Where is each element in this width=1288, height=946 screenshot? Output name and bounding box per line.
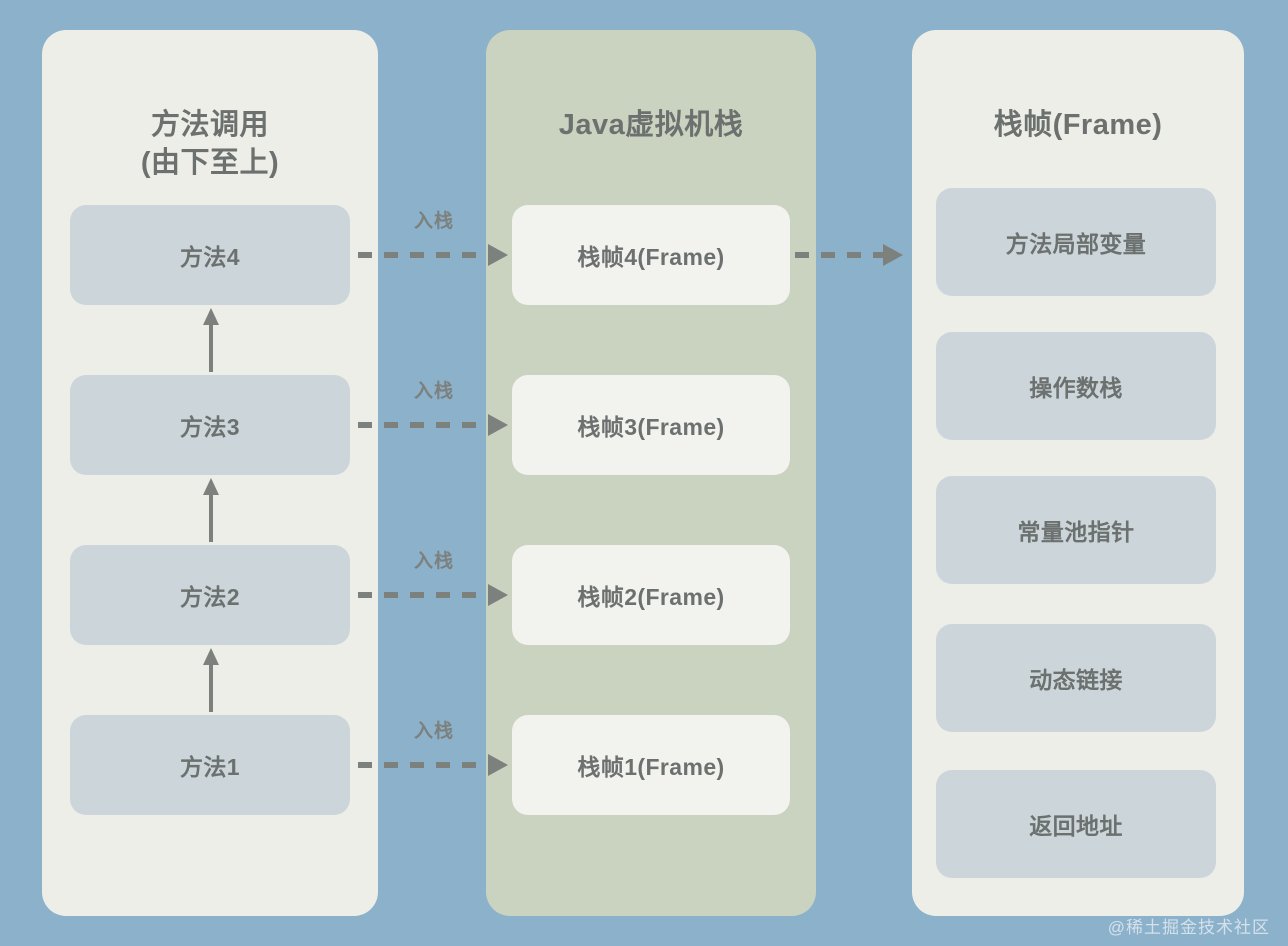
arrow-head-right-icon — [488, 754, 508, 776]
call-order-arrow-up-3 — [202, 308, 220, 372]
panel-method-call-title: 方法调用 (由下至上) — [42, 106, 378, 183]
arrow-head-right-icon — [883, 244, 903, 266]
frame-expand-arrow — [795, 244, 910, 266]
method-box-3[interactable]: 方法3 — [70, 375, 350, 475]
panel-frame-detail-title: 栈帧(Frame) — [912, 106, 1244, 144]
dashed-line — [795, 252, 883, 258]
push-arrow-4-label: 入栈 — [413, 211, 454, 232]
method-box-4[interactable]: 方法4 — [70, 205, 350, 305]
arrow-shaft — [209, 662, 213, 712]
dashed-line — [358, 762, 488, 768]
push-arrow-1-label: 入栈 — [413, 721, 454, 742]
call-order-arrow-up-1 — [202, 648, 220, 712]
frame-part-local-variables[interactable]: 方法局部变量 — [936, 188, 1216, 296]
method-box-2[interactable]: 方法2 — [70, 545, 350, 645]
dashed-line — [358, 422, 488, 428]
push-arrow-4: 入栈 — [358, 211, 510, 266]
dashed-line — [358, 592, 488, 598]
arrow-head-right-icon — [488, 414, 508, 436]
frame-part-dynamic-linking[interactable]: 动态链接 — [936, 624, 1216, 732]
arrow-shaft — [209, 492, 213, 542]
stack-frame-box-2[interactable]: 栈帧2(Frame) — [512, 545, 790, 645]
push-arrow-2: 入栈 — [358, 551, 510, 606]
dashed-line — [358, 252, 488, 258]
panel-jvm-stack-title-line1: Java虚拟机栈 — [558, 109, 744, 141]
push-arrow-3-label: 入栈 — [413, 381, 454, 402]
arrow-head-up-icon — [203, 308, 219, 325]
frame-part-operand-stack[interactable]: 操作数栈 — [936, 332, 1216, 440]
panel-method-call-title-line1: 方法调用 — [150, 109, 269, 141]
stack-frame-box-4[interactable]: 栈帧4(Frame) — [512, 205, 790, 305]
watermark: @稀土掘金技术社区 — [1107, 918, 1270, 937]
push-arrow-2-label: 入栈 — [413, 551, 454, 572]
push-arrow-1: 入栈 — [358, 721, 510, 776]
stack-frame-box-1[interactable]: 栈帧1(Frame) — [512, 715, 790, 815]
arrow-shaft — [209, 322, 213, 372]
method-box-1[interactable]: 方法1 — [70, 715, 350, 815]
call-order-arrow-up-2 — [202, 478, 220, 542]
frame-part-constant-pool-pointer[interactable]: 常量池指针 — [936, 476, 1216, 584]
arrow-head-up-icon — [203, 478, 219, 495]
panel-method-call-title-line2: (由下至上) — [140, 147, 280, 180]
arrow-head-up-icon — [203, 648, 219, 665]
arrow-head-right-icon — [488, 584, 508, 606]
panel-jvm-stack-title: Java虚拟机栈 — [486, 106, 816, 144]
push-arrow-3: 入栈 — [358, 381, 510, 436]
panel-frame-detail-title-line1: 栈帧(Frame) — [993, 109, 1163, 141]
stack-frame-box-3[interactable]: 栈帧3(Frame) — [512, 375, 790, 475]
panel-frame-detail: 栈帧(Frame) — [912, 30, 1244, 916]
frame-part-return-address[interactable]: 返回地址 — [936, 770, 1216, 878]
arrow-head-right-icon — [488, 244, 508, 266]
